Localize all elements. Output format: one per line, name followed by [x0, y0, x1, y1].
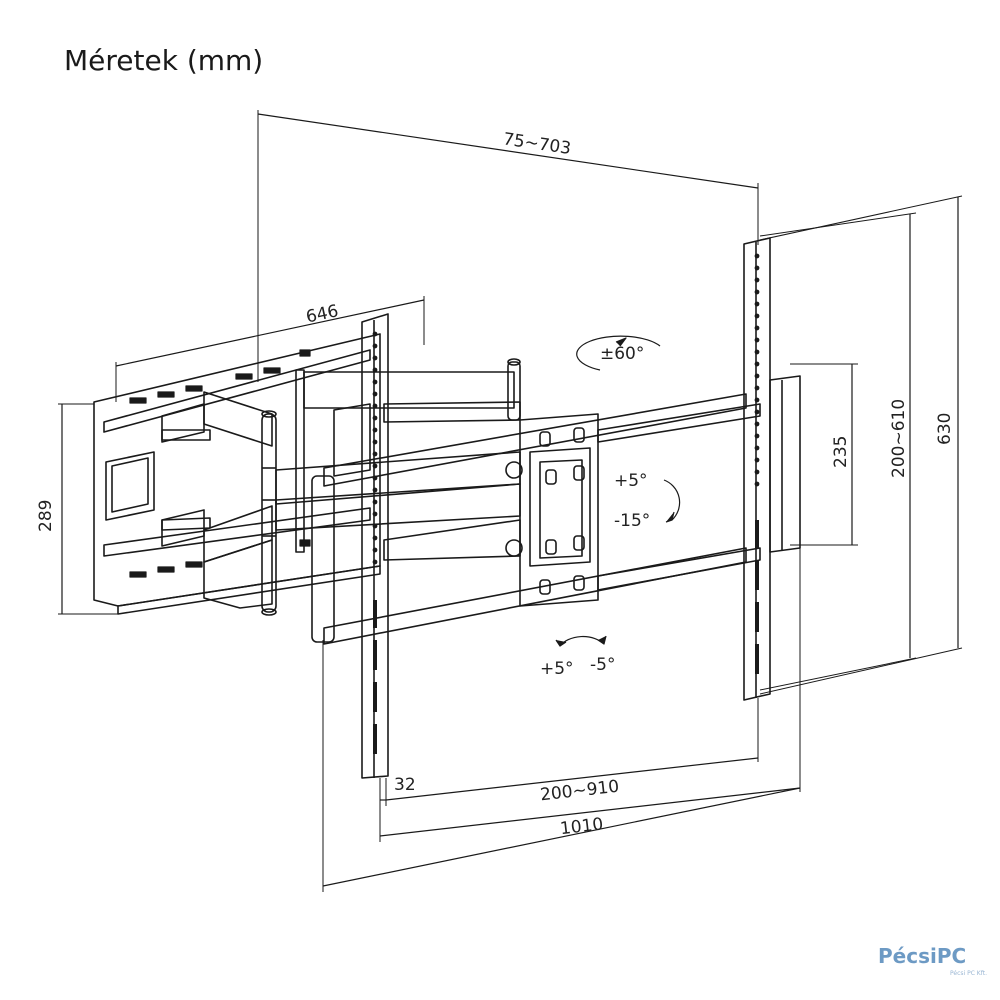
angle-rotate-plus: +5°	[540, 659, 574, 679]
swivel-arrow-icon	[576, 335, 661, 371]
dim-646: 646	[304, 301, 340, 327]
wall-plate-slots	[129, 349, 311, 578]
vertical-arm-holes	[372, 253, 760, 754]
dim-289: 289	[36, 500, 56, 532]
dim-1010: 1010	[559, 814, 604, 839]
diagram-title: Méretek (mm)	[64, 44, 264, 77]
tilt-arrow-icon	[663, 479, 681, 523]
right-vertical-arm	[743, 237, 801, 701]
dim-32: 32	[394, 775, 416, 795]
rotate-arrow-icon	[555, 635, 607, 647]
angle-rotate-minus: -5°	[590, 655, 615, 675]
dim-75-703: 75~703	[502, 129, 573, 159]
dim-200-610: 200~610	[889, 399, 909, 478]
angle-tilt-up: +5°	[614, 471, 648, 491]
tv-center-plate	[505, 413, 599, 607]
pecsipc-logo: PécsiPC Pécsi PC Kft.	[878, 944, 988, 992]
horizontal-rails	[323, 393, 761, 645]
logo-tagline: Pécsi PC Kft.	[950, 970, 988, 977]
dim-630: 630	[935, 413, 955, 445]
dimension-lines	[61, 113, 959, 887]
angle-tilt-down: -15°	[614, 511, 650, 531]
angle-swivel: ±60°	[600, 344, 644, 364]
logo-text: PécsiPC	[878, 944, 967, 968]
dim-235: 235	[831, 436, 851, 468]
wall-plate	[93, 333, 381, 615]
extension-lines	[58, 110, 963, 892]
